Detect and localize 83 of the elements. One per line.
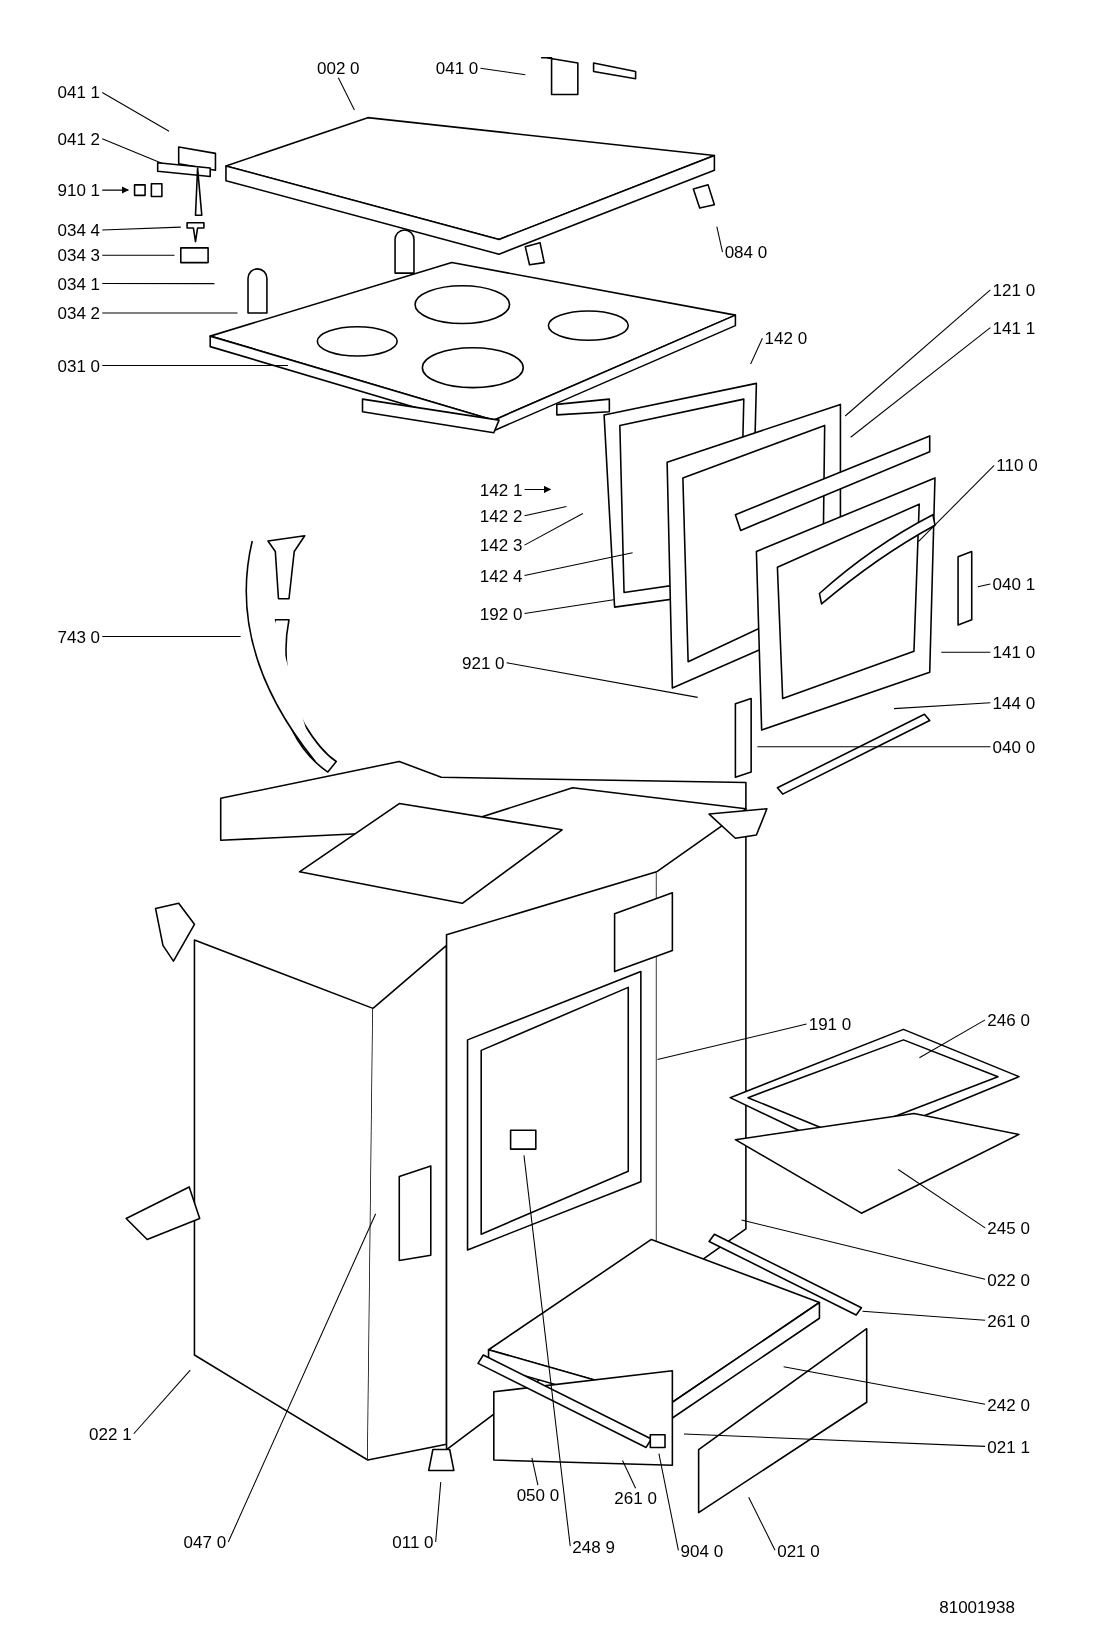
leader-line — [101, 226, 182, 231]
callout-number: 041 2 — [57, 130, 101, 148]
callout-number: 142 1 — [479, 481, 523, 499]
callout-number: 084 0 — [724, 243, 768, 261]
leader-line — [656, 1023, 808, 1060]
callout-number: 245 0 — [987, 1219, 1030, 1237]
leader-line — [133, 1369, 191, 1435]
callout-number: 192 0 — [479, 605, 523, 623]
leader-line — [658, 1453, 679, 1551]
leader-line — [917, 464, 995, 543]
callout-number: 034 1 — [57, 275, 101, 293]
callout-number: 142 0 — [764, 329, 808, 347]
leader-line — [897, 1168, 986, 1229]
leader-line — [479, 67, 526, 76]
callout-number: 031 0 — [57, 357, 101, 375]
callout-number: 142 2 — [479, 507, 523, 525]
callout-number: 142 4 — [479, 567, 523, 585]
leader-line — [101, 312, 239, 314]
callout-number: 011 0 — [392, 1533, 434, 1551]
leader-line — [531, 1457, 539, 1486]
leader-line — [101, 636, 242, 638]
callout-number: 910 1 — [57, 181, 101, 199]
leader-line — [227, 1213, 377, 1543]
leader-line — [506, 662, 699, 698]
callout-number: 041 0 — [435, 59, 479, 77]
leader-line — [101, 138, 163, 165]
callout-number: 110 0 — [996, 456, 1038, 474]
callout-number: 248 9 — [572, 1538, 615, 1555]
callout-number: 904 0 — [680, 1542, 724, 1560]
leader-line — [850, 327, 991, 438]
leader-line — [101, 254, 175, 256]
leader-line — [893, 702, 991, 710]
leader-line — [756, 746, 991, 748]
callout-number: 261 0 — [614, 1489, 657, 1507]
leader-line — [524, 485, 552, 494]
leader-line — [524, 599, 615, 614]
leader-line — [524, 552, 634, 577]
leader-line — [101, 365, 289, 367]
leader-line — [861, 1310, 986, 1321]
leader-line — [523, 1154, 571, 1547]
callout-number: 121 0 — [992, 281, 1036, 299]
callout-number: 141 0 — [992, 643, 1036, 661]
callout-number: 034 2 — [57, 304, 101, 322]
leader-line — [524, 512, 584, 546]
callout-number: 022 0 — [987, 1271, 1030, 1289]
leader-line — [783, 1366, 986, 1405]
leader-line — [337, 77, 355, 111]
callout-number: 144 0 — [992, 694, 1036, 712]
callout-number: 191 0 — [808, 1015, 852, 1033]
callout-number: 041 1 — [57, 83, 101, 101]
callout-number: 040 1 — [992, 575, 1036, 593]
leader-line — [101, 283, 215, 285]
callout-number: 141 1 — [992, 319, 1036, 337]
callout-number: 743 0 — [57, 628, 101, 646]
leader-line — [940, 651, 991, 653]
callout-number: 022 1 — [89, 1425, 132, 1443]
callout-number: 261 0 — [987, 1312, 1030, 1330]
callout-number: 246 0 — [987, 1011, 1030, 1029]
callout-number: 034 4 — [57, 221, 101, 239]
leader-line — [524, 506, 567, 517]
leader-line — [918, 1019, 986, 1059]
leader-line — [748, 1496, 776, 1551]
callout-number: 242 0 — [987, 1396, 1030, 1414]
drawing-number: 81001938 — [939, 1598, 1015, 1616]
callout-number: 021 0 — [777, 1542, 820, 1560]
leader-line — [741, 1219, 986, 1280]
callout-number: 002 0 — [317, 59, 360, 77]
callout-number: 047 0 — [183, 1533, 227, 1551]
leader-line — [101, 91, 170, 132]
callout-number: 050 0 — [516, 1486, 560, 1504]
callout-number: 021 1 — [987, 1438, 1030, 1456]
leader-line — [977, 583, 991, 588]
callout-number: 034 3 — [57, 246, 101, 264]
leader-line — [622, 1459, 637, 1489]
callout-number: 142 3 — [479, 536, 523, 554]
callout-number: 921 0 — [462, 654, 505, 672]
leader-line — [683, 1433, 986, 1447]
leader-line — [716, 226, 724, 253]
leader-line — [750, 337, 763, 365]
leader-line — [101, 186, 129, 194]
leader-line — [844, 289, 991, 417]
leader-line — [435, 1481, 442, 1543]
callout-number: 040 0 — [992, 738, 1036, 756]
